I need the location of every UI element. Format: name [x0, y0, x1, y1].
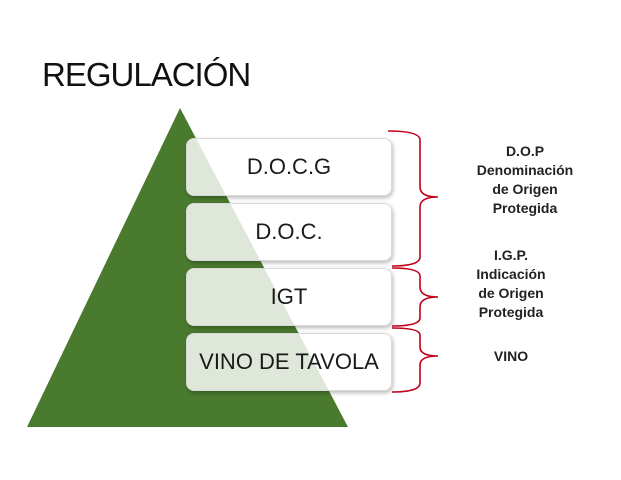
- bracket-vino: [391, 327, 439, 393]
- level-igt: IGT: [186, 268, 392, 326]
- page-title: REGULACIÓN: [42, 56, 251, 93]
- label-vino: VINO: [493, 348, 529, 364]
- level-vino-de-tavola: VINO DE TAVOLA: [186, 333, 392, 391]
- label-dop: D.O.P Denominación de Origen Protegida: [476, 143, 574, 216]
- bracket-dop: [387, 130, 439, 267]
- label-igp: I.G.P. Indicación de Origen Protegida: [476, 247, 546, 320]
- bracket-igp: [391, 267, 439, 327]
- level-docg: D.O.C.G: [186, 138, 392, 196]
- level-doc: D.O.C.: [186, 203, 392, 261]
